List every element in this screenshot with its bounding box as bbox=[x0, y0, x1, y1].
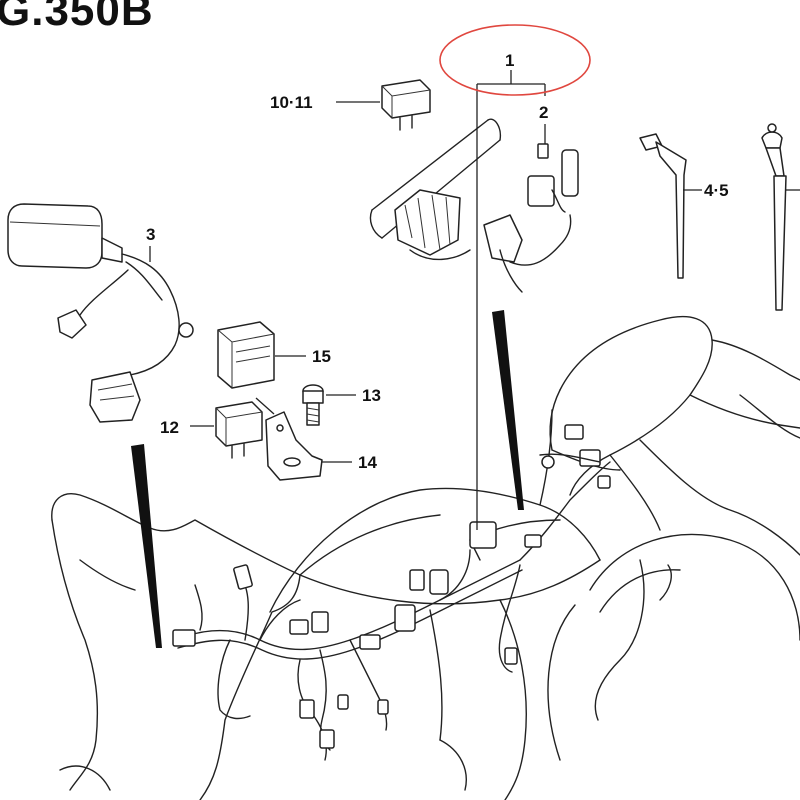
part-14-bracket bbox=[255, 397, 352, 481]
callout-labels: 1 2 3 4·5 10·11 12 13 14 15 bbox=[146, 51, 729, 472]
callout-13: 13 bbox=[362, 386, 381, 405]
callout-2: 2 bbox=[539, 103, 548, 122]
callout-4-5: 4·5 bbox=[704, 181, 729, 200]
callout-10-11: 10·11 bbox=[270, 93, 313, 112]
part-13-bolt bbox=[302, 384, 356, 426]
callout-15: 15 bbox=[312, 347, 331, 366]
part-15-relay-module bbox=[217, 321, 306, 389]
part-12-relay bbox=[190, 401, 263, 459]
part-4-5-tie-straps bbox=[639, 123, 800, 311]
part-10-11-relay bbox=[336, 79, 431, 131]
callout-1: 1 bbox=[505, 51, 514, 70]
callout-14: 14 bbox=[358, 453, 377, 472]
pointer-wedges bbox=[131, 310, 524, 648]
figure-title: G.350B bbox=[0, 0, 154, 35]
part-1-harness-detail bbox=[369, 70, 579, 530]
wiring-harness bbox=[172, 424, 611, 751]
motorcycle-outline bbox=[51, 316, 800, 800]
callout-3: 3 bbox=[146, 225, 155, 244]
part-3-sensor-assembly bbox=[7, 203, 194, 423]
highlight-circle bbox=[439, 24, 591, 96]
callout-12: 12 bbox=[160, 418, 179, 437]
